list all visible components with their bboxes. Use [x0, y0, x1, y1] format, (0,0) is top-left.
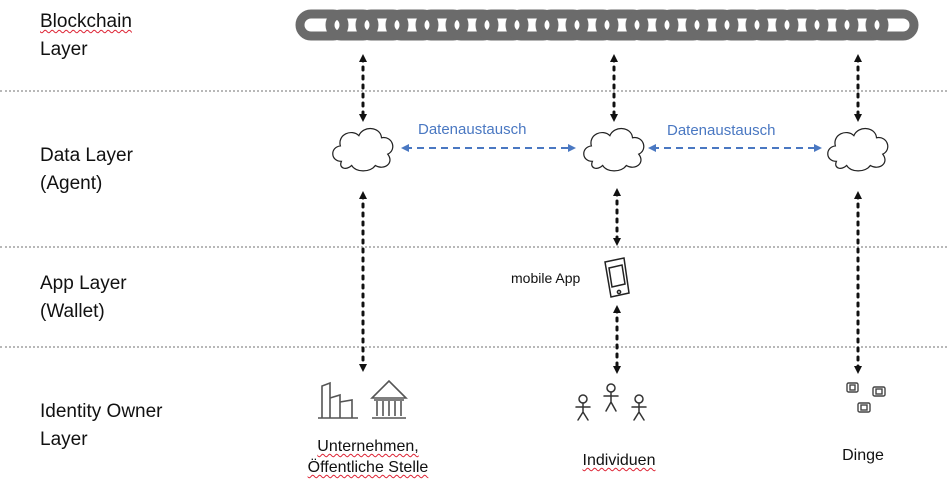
- owner-caption-center-text: Individuen: [582, 452, 656, 469]
- exchange-label-left: Datenaustausch: [418, 121, 527, 138]
- app-layer-label: App Layer (Wallet): [40, 270, 127, 326]
- owner-caption-left-line1: Unternehmen,: [317, 438, 419, 455]
- company-building-icon: [318, 381, 358, 419]
- identity-owner-layer-label: Identity Owner Layer: [40, 398, 163, 454]
- public-institution-icon: [370, 379, 408, 419]
- agent-cloud-right-icon: [827, 127, 889, 172]
- exchange-label-right: Datenaustausch: [667, 122, 776, 139]
- app-layer-line1: App Layer: [40, 273, 127, 294]
- data-layer-label: Data Layer (Agent): [40, 142, 133, 198]
- owner-layer-line1: Identity Owner: [40, 401, 163, 422]
- mobile-phone-icon: [604, 257, 630, 298]
- app-layer-line2: (Wallet): [40, 301, 105, 322]
- data-layer-line1: Data Layer: [40, 145, 133, 166]
- owner-layer-line2: Layer: [40, 429, 88, 450]
- blockchain-layer-word2: Layer: [40, 39, 88, 60]
- owner-caption-left: Unternehmen, Öffentliche Stelle: [290, 436, 446, 478]
- individuals-icon: [575, 383, 647, 421]
- blockchain-chain-icon: [295, 9, 919, 41]
- data-layer-line2: (Agent): [40, 173, 103, 194]
- blockchain-layer-word: Blockchain: [40, 11, 132, 32]
- blockchain-layer-label: Blockchain Layer: [40, 8, 132, 64]
- mobile-app-label: mobile App: [511, 270, 581, 286]
- owner-caption-left-line2: Öffentliche Stelle: [307, 459, 429, 476]
- things-devices-icon: [846, 382, 886, 413]
- owner-caption-center: Individuen: [560, 450, 678, 471]
- separator-app-owner: [0, 346, 947, 348]
- agent-cloud-center-icon: [583, 127, 645, 172]
- separator-blockchain-data: [0, 90, 947, 92]
- agent-cloud-left-icon: [332, 127, 394, 172]
- separator-data-app: [0, 246, 947, 248]
- owner-caption-right: Dinge: [842, 447, 884, 464]
